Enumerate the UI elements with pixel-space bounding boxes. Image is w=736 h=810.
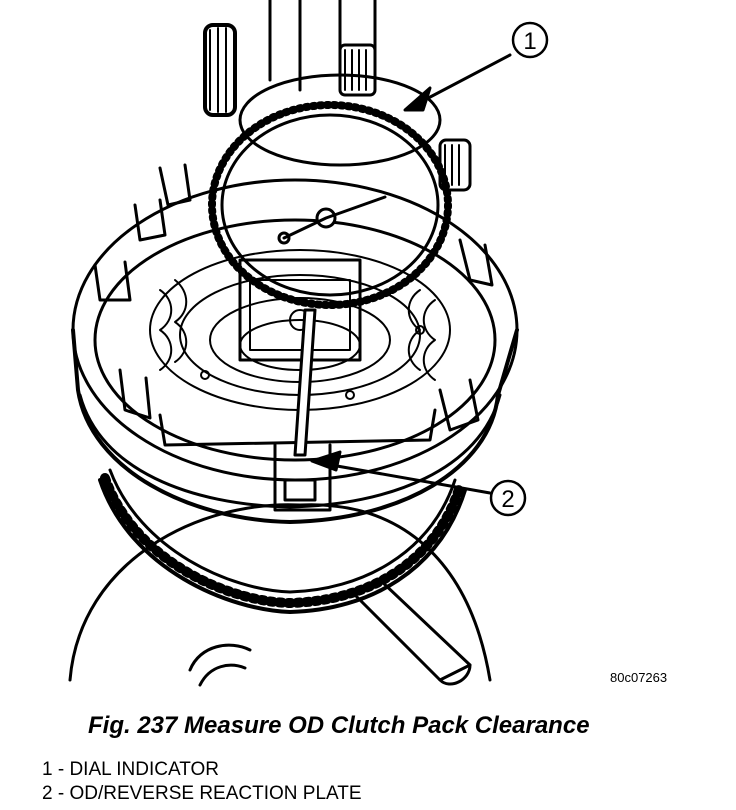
gear-ring	[98, 468, 467, 614]
indicator-mount	[203, 0, 472, 362]
callout-1	[403, 21, 549, 112]
clutch-drum	[71, 163, 519, 524]
legend-item: 2 - OD/REVERSE REACTION PLATE	[42, 783, 362, 804]
indicator-stem	[293, 308, 317, 457]
figure-reference-code: 80c07263	[610, 670, 668, 685]
figure-caption: Fig. 237 Measure OD Clutch Pack Clearanc…	[88, 712, 590, 739]
callout-2	[310, 450, 527, 517]
callout-number-1: 1	[523, 28, 536, 55]
clutch-clearance-illustration: 1 2	[68, 0, 549, 687]
base-stand	[68, 503, 492, 687]
dial-indicator	[208, 101, 452, 309]
figure-legend: 1 - DIAL INDICATOR 2 - OD/REVERSE REACTI…	[42, 758, 362, 806]
callout-number-2: 2	[501, 486, 514, 513]
legend-item: 1 - DIAL INDICATOR	[42, 759, 220, 780]
